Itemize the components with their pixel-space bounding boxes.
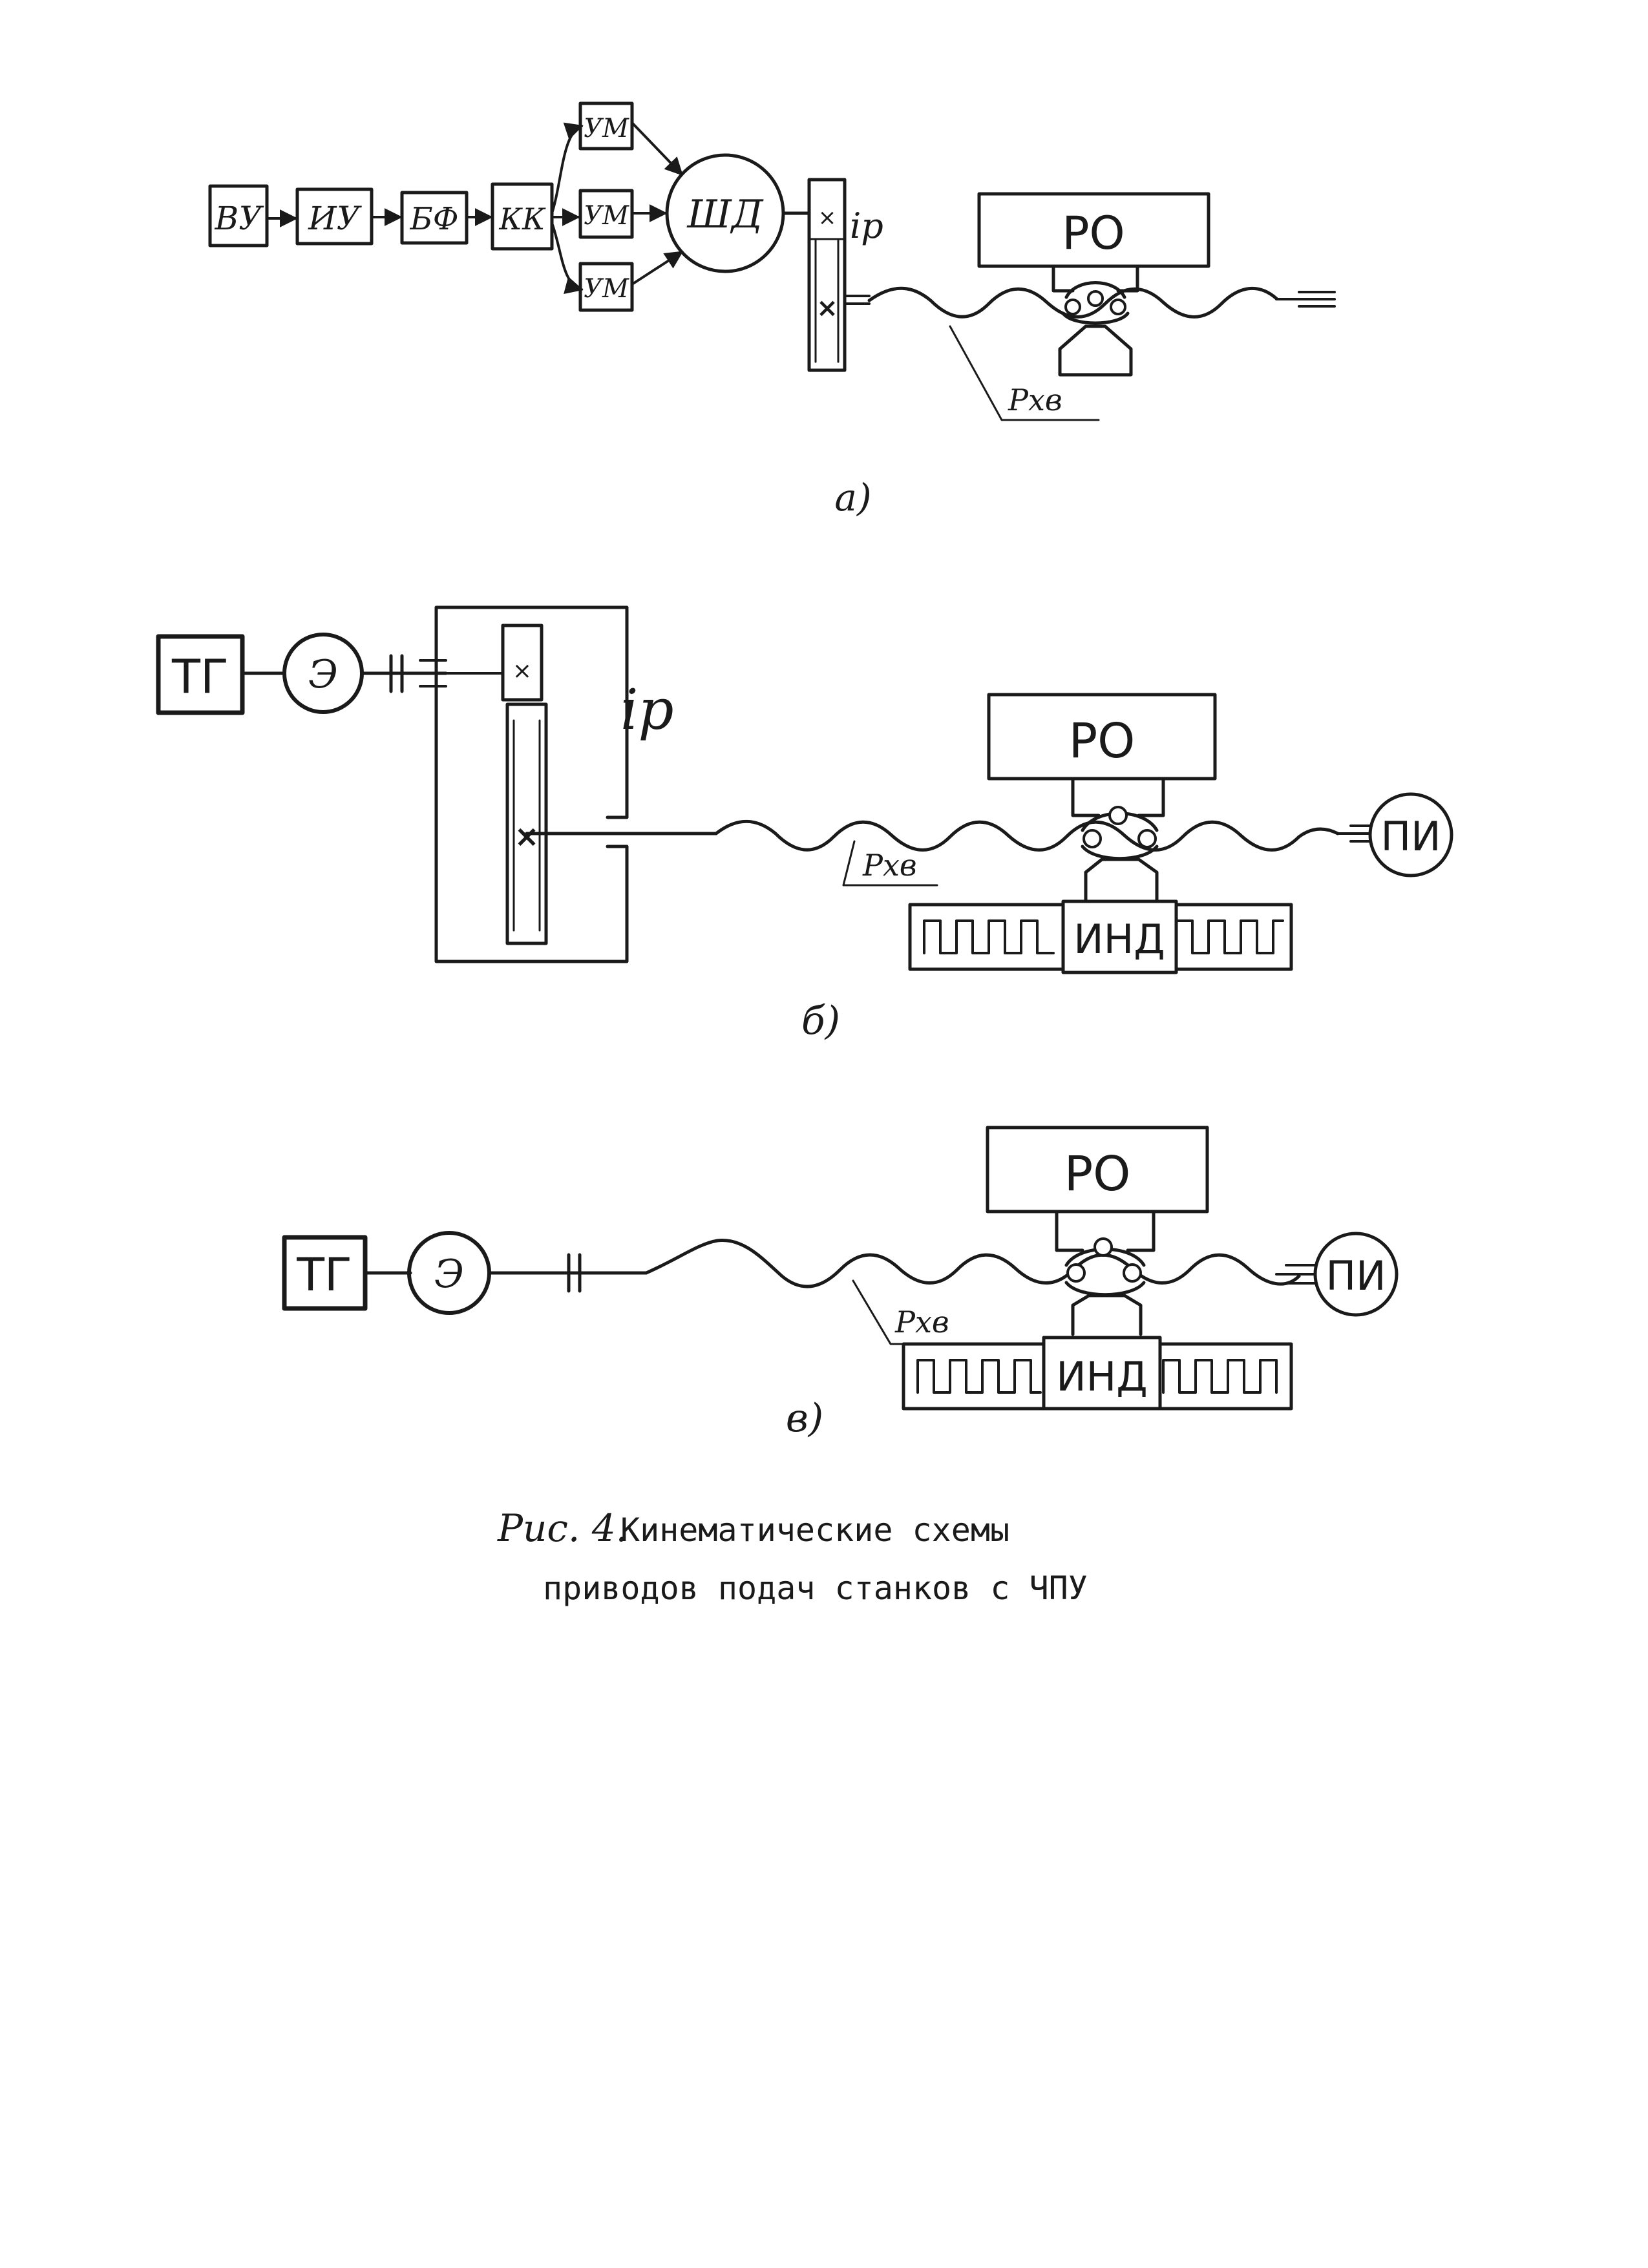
arrow-um-top-motor: [631, 121, 683, 176]
ball-nut-a: [1051, 264, 1139, 377]
figure-number: Рис. 4.: [497, 1506, 628, 1550]
pulse-encoder-b: ПИ: [1368, 792, 1453, 877]
electric-motor-c-label: Э: [434, 1252, 464, 1297]
block-kk-label: КК: [498, 202, 546, 236]
work-table-c: РО: [986, 1126, 1209, 1213]
screw-label-a: Рхв: [1008, 383, 1062, 417]
gear-mark-top: ×: [818, 205, 837, 231]
block-um-mid-label: УМ: [584, 201, 629, 231]
arrow-um-bot-motor: [631, 251, 684, 286]
block-iu: ИУ: [295, 187, 374, 246]
electric-motor-b: Э: [282, 633, 364, 714]
gearbox-b: × ×: [434, 605, 718, 963]
block-vu: ВУ: [208, 184, 269, 247]
gear-ratio-a: iр: [850, 205, 883, 246]
figure-title-line2: приводов подач станков с ЧПУ: [543, 1570, 1088, 1607]
caption-b: б): [801, 998, 840, 1044]
ball-nut-c: [1055, 1210, 1156, 1336]
block-um-mid: УМ: [578, 189, 634, 239]
tachogenerator-c: ТГ: [282, 1235, 368, 1311]
stepper-motor: ШД: [665, 153, 785, 273]
work-table-b: РО: [987, 693, 1217, 781]
block-um-bot: УМ: [578, 262, 634, 312]
gear-ratio-b: iр: [620, 678, 674, 742]
screw-leader-c: [852, 1279, 971, 1345]
pulse-encoder-c: ПИ: [1313, 1232, 1399, 1317]
caption-a: а): [834, 476, 871, 520]
figure-caption: Рис. 4. Кинематические схемы приводов по…: [497, 1506, 1088, 1607]
stepper-motor-label: ШД: [686, 192, 763, 237]
block-bf: БФ: [400, 191, 469, 245]
tachogenerator-b-label: ТГ: [171, 649, 229, 704]
block-vu-label: ВУ: [215, 200, 265, 237]
gear-mark-bot: ×: [816, 293, 838, 323]
ball-nut-b: [1071, 777, 1165, 903]
screw-leader-b: [842, 840, 938, 887]
work-table-a: РО: [977, 192, 1210, 268]
arrow-kk-um-bot: [551, 222, 584, 294]
work-table-c-label: РО: [1064, 1146, 1131, 1202]
work-table-a-label: РО: [1062, 207, 1125, 260]
screw-leader-a: [949, 325, 1100, 421]
lead-screw-a: [867, 286, 1278, 319]
lead-screw-b: [714, 819, 1340, 852]
tachogenerator-c-label: ТГ: [296, 1248, 352, 1301]
block-um-top: УМ: [578, 101, 634, 151]
work-table-b-label: РО: [1069, 713, 1136, 769]
gear-mark-bot-b: ×: [514, 819, 540, 854]
tachogenerator-b: ТГ: [156, 634, 245, 715]
diagram-b: ТГ Э × × iр: [156, 605, 1453, 1044]
block-iu-label: ИУ: [308, 200, 363, 237]
block-kk: КК: [491, 182, 554, 251]
gearbox-a: × ×: [807, 178, 847, 372]
block-bf-label: БФ: [409, 201, 458, 237]
electric-motor-c: Э: [407, 1231, 491, 1315]
pulse-encoder-c-label: ПИ: [1326, 1252, 1386, 1299]
pulse-encoder-b-label: ПИ: [1381, 813, 1441, 860]
diagram-c: ТГ Э ПИ РО: [282, 1126, 1399, 1441]
inductosyn-b: ИНД: [1061, 899, 1178, 974]
screw-label-c: Рхв: [894, 1305, 949, 1339]
inductosyn-c-label: ИНД: [1056, 1353, 1147, 1400]
inductosyn-b-label: ИНД: [1073, 916, 1165, 963]
block-um-bot-label: УМ: [584, 274, 629, 304]
electric-motor-b-label: Э: [308, 652, 338, 697]
arrow-kk-um-top: [551, 122, 584, 215]
caption-c: в): [786, 1396, 823, 1441]
screw-label-b: Рхв: [862, 848, 917, 883]
inductosyn-c: ИНД: [1042, 1336, 1162, 1411]
lead-screw-c: [644, 1239, 1301, 1288]
gear-mark-top-b: ×: [512, 658, 532, 684]
block-um-top-label: УМ: [584, 114, 629, 143]
figure-title-line1: Кинематические схемы: [620, 1511, 1009, 1549]
diagram-a: ВУ ИУ БФ КК УМ УМ: [208, 101, 1336, 520]
